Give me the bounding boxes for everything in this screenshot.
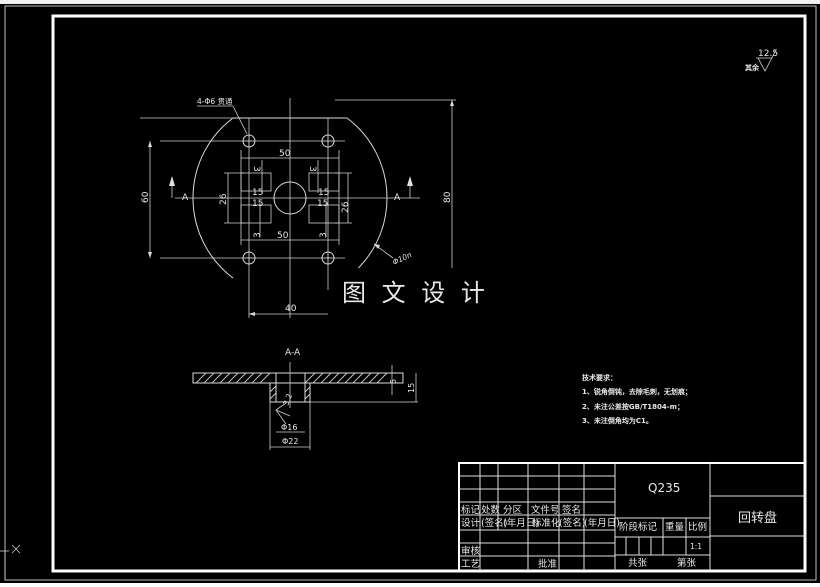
svg-text:3: 3 — [307, 166, 317, 172]
svg-text:(签名): (签名) — [481, 517, 507, 529]
svg-text:15: 15 — [252, 188, 263, 198]
dim-80: 80 — [443, 191, 453, 203]
section-view: A-A 5 15 3.2 Φ16 Φ22 — [192, 348, 418, 450]
material-text: Q235 — [648, 481, 680, 495]
part-title: 回转盘 — [738, 510, 777, 526]
watermark-text: 图 文 设 计 — [342, 279, 489, 307]
dim-40: 40 — [285, 304, 297, 314]
section-title: A-A — [285, 348, 301, 358]
svg-text:Φ10n: Φ10n — [391, 250, 413, 267]
svg-text:A: A — [182, 193, 189, 203]
dim-26-left: 26 — [219, 193, 229, 205]
hole-callout: 4-Φ6 贯通 — [197, 96, 248, 135]
svg-text:签名: 签名 — [562, 504, 581, 516]
dim-60: 60 — [141, 191, 151, 203]
svg-text:审核: 审核 — [461, 545, 481, 557]
svg-text:文件号: 文件号 — [531, 504, 560, 516]
svg-text:15: 15 — [407, 383, 416, 393]
svg-text:(签名): (签名) — [559, 517, 585, 529]
svg-text:15: 15 — [318, 188, 329, 198]
section-mark-right: A — [394, 176, 413, 203]
center-bore — [273, 181, 307, 215]
svg-text:处数: 处数 — [481, 504, 501, 516]
svg-text:(年月日): (年月日) — [584, 517, 620, 529]
svg-text:15: 15 — [317, 199, 328, 209]
svg-text:3.2: 3.2 — [281, 392, 294, 407]
svg-text:设计: 设计 — [461, 517, 481, 529]
drawing-frame — [51, 14, 807, 573]
sheet-border — [4, 5, 817, 581]
svg-text:其余: 其余 — [745, 63, 760, 72]
svg-text:共张: 共张 — [628, 558, 648, 569]
svg-text:1:1: 1:1 — [690, 542, 702, 551]
section-mark-left: A — [169, 176, 189, 203]
svg-text:重量: 重量 — [665, 521, 685, 533]
section-hatching — [195, 372, 388, 400]
svg-text:12.5: 12.5 — [758, 49, 778, 59]
title-block: 标记 处数 分区 文件号 签名 设计 (签名) (年月日) 标准化 (签名) (… — [458, 462, 806, 572]
surface-roughness-symbol: 12.5 其余 — [745, 49, 778, 72]
svg-text:(年月日): (年月日) — [503, 517, 539, 529]
svg-text:标记: 标记 — [461, 504, 481, 516]
dim-26-right: 26 — [341, 201, 351, 213]
svg-text:标准化: 标准化 — [532, 517, 561, 529]
svg-text:Φ16: Φ16 — [281, 423, 297, 432]
svg-text:3: 3 — [253, 232, 263, 238]
dim-top-50: 50 — [279, 149, 291, 159]
svg-text:第张: 第张 — [677, 557, 697, 569]
svg-text:4-Φ6 贯通: 4-Φ6 贯通 — [197, 96, 233, 106]
window-top-strip — [0, 0, 820, 4]
svg-text:1、锐角倒钝，去除毛刺，无划痕；: 1、锐角倒钝，去除毛刺，无划痕； — [582, 387, 692, 396]
svg-text:Φ22: Φ22 — [282, 437, 298, 446]
technical-requirements: 技术要求： 1、锐角倒钝，去除毛刺，无划痕； 2、未注公差按GB/T1804-m… — [582, 373, 692, 425]
svg-text:技术要求：: 技术要求： — [582, 373, 617, 382]
svg-text:3: 3 — [319, 232, 329, 238]
svg-text:批准: 批准 — [538, 558, 558, 570]
svg-text:3、未注倒角均为C1。: 3、未注倒角均为C1。 — [582, 416, 653, 425]
svg-text:15: 15 — [252, 199, 263, 209]
svg-text:工艺: 工艺 — [461, 559, 480, 570]
dim-bottom-50: 50 — [277, 231, 289, 241]
svg-text:3: 3 — [251, 166, 261, 172]
svg-text:A: A — [394, 193, 401, 203]
svg-text:比例: 比例 — [688, 521, 707, 533]
svg-text:分区: 分区 — [503, 505, 523, 516]
svg-text:2、未注公差按GB/T1804-m；: 2、未注公差按GB/T1804-m； — [582, 402, 684, 411]
svg-text:5: 5 — [389, 379, 398, 384]
radius-callout: Φ10n — [373, 243, 413, 267]
svg-text:阶段标记: 阶段标记 — [619, 521, 658, 533]
ucs-icon — [0, 544, 21, 580]
